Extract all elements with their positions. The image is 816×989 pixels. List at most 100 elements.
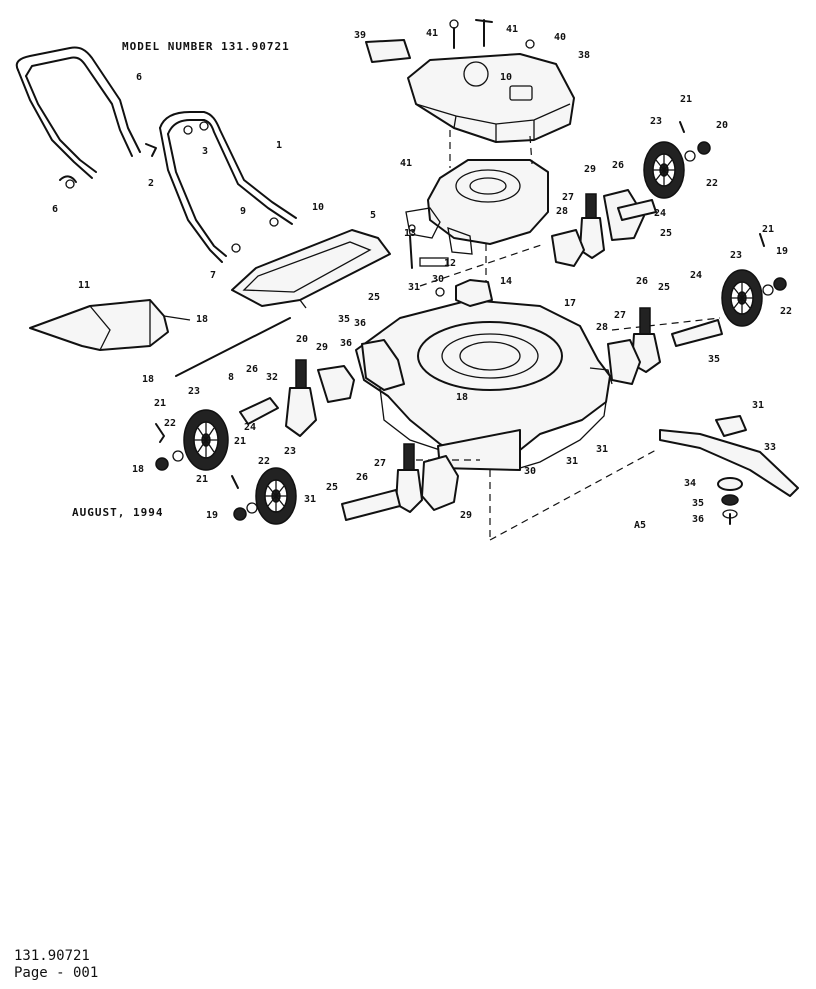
callout: 27 (614, 310, 626, 321)
lower-handle (159, 111, 297, 263)
callout: 22 (258, 456, 270, 467)
cutting-blade (659, 415, 799, 525)
callout: 30 (524, 466, 536, 477)
upper-handle (15, 46, 141, 179)
footer-page-number: Page - 001 (14, 965, 99, 981)
callout: 21 (680, 94, 692, 105)
callout: 24 (690, 270, 702, 281)
code-label: A5 (634, 520, 646, 531)
callout: 36 (692, 514, 704, 525)
callout: 21 (154, 398, 166, 409)
wheel-left-front (255, 467, 297, 525)
callout: 23 (730, 250, 742, 261)
callout-numbers: 39 41 41 40 38 10 6 3 2 1 9 6 5 10 7 11 … (52, 24, 792, 525)
rear-rod (175, 317, 291, 377)
callout: 34 (684, 478, 696, 489)
callout: 39 (354, 30, 366, 41)
callout: 29 (316, 342, 328, 353)
callout: 40 (554, 32, 566, 43)
callout: 23 (284, 446, 296, 457)
callout: 11 (78, 280, 90, 291)
callout: 31 (304, 494, 316, 505)
callout: 20 (296, 334, 308, 345)
callout: 29 (460, 510, 472, 521)
callout: 1 (276, 140, 282, 151)
callout: 31 (752, 400, 764, 411)
callout: 18 (142, 374, 154, 385)
rear-flap (231, 229, 391, 309)
height-adjuster-left-rear (285, 359, 355, 437)
callout: 14 (500, 276, 512, 287)
callout: 7 (210, 270, 216, 281)
callout: 6 (52, 204, 58, 215)
callout: 20 (716, 120, 728, 131)
handle-hardware (59, 121, 279, 253)
callout: 36 (340, 338, 352, 349)
callout: 24 (244, 422, 256, 433)
callout: 31 (596, 444, 608, 455)
callout: 6 (136, 72, 142, 83)
callout: 23 (188, 386, 200, 397)
wheel-right-front (721, 269, 763, 327)
callout: 10 (500, 72, 512, 83)
page-footer: 131.90721 Page - 001 (14, 948, 98, 982)
callout: 35 (338, 314, 350, 325)
axles (239, 199, 723, 521)
callout: 3 (202, 146, 208, 157)
height-adjuster-right-front (607, 307, 661, 385)
callout: 26 (356, 472, 368, 483)
engine-hardware (365, 19, 535, 297)
callout: 30 (432, 274, 444, 285)
callout: 35 (692, 498, 704, 509)
footer-model-number: 131.90721 (14, 948, 90, 964)
callout: 18 (196, 314, 208, 325)
callout: 25 (368, 292, 380, 303)
callout: 5 (370, 210, 376, 221)
callout: 41 (426, 28, 438, 39)
callout: 12 (444, 258, 456, 269)
callout: 22 (780, 306, 792, 317)
callout: 24 (654, 208, 666, 219)
callout: 21 (762, 224, 774, 235)
callout: 35 (708, 354, 720, 365)
callout: 29 (584, 164, 596, 175)
model-label: MODEL NUMBER 131.90721 (122, 40, 290, 53)
callout: 31 (566, 456, 578, 467)
callout: 9 (240, 206, 246, 217)
callout: 23 (650, 116, 662, 127)
wheel-left-rear (183, 409, 229, 471)
callout: 10 (312, 202, 324, 213)
callout: 27 (374, 458, 386, 469)
callout: 28 (556, 206, 568, 217)
engine (405, 53, 575, 282)
callout: 18 (132, 464, 144, 475)
callout: 22 (164, 418, 176, 429)
callout: 22 (706, 178, 718, 189)
mower-deck (355, 279, 613, 471)
callout: 25 (658, 282, 670, 293)
callout: 31 (408, 282, 420, 293)
date-label: AUGUST, 1994 (72, 506, 163, 519)
callout: 41 (400, 158, 412, 169)
callout: 41 (506, 24, 518, 35)
callout: 2 (148, 178, 154, 189)
callout: 38 (578, 50, 590, 61)
callout: 33 (764, 442, 776, 453)
callout: 19 (776, 246, 788, 257)
callout: 21 (196, 474, 208, 485)
callout: 26 (612, 160, 624, 171)
callout: 21 (234, 436, 246, 447)
wheel-right-rear (643, 141, 685, 199)
callout: 25 (326, 482, 338, 493)
wheel-hardware (155, 121, 787, 521)
callout: 8 (228, 372, 234, 383)
rear-deflector (29, 299, 191, 351)
callout: 18 (456, 392, 468, 403)
callout: 13 (404, 228, 416, 239)
callout: 19 (206, 510, 218, 521)
callout: 27 (562, 192, 574, 203)
callout: 36 (354, 318, 366, 329)
height-adjuster-left-front (395, 443, 459, 513)
callout: 28 (596, 322, 608, 333)
